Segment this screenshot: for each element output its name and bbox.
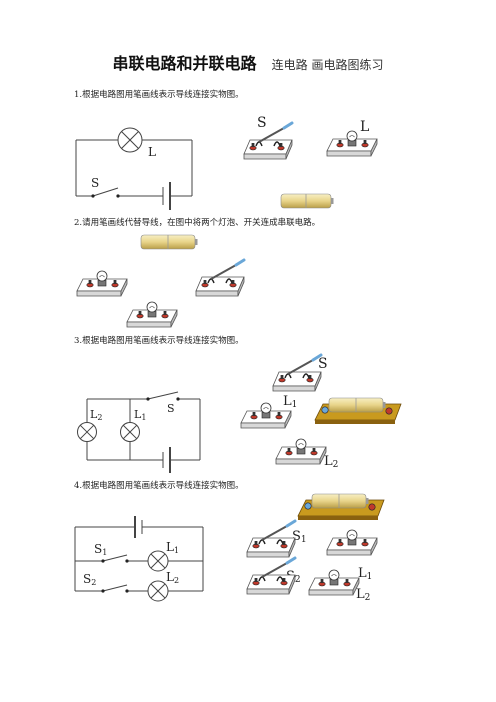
q3-battery-box	[314, 403, 402, 424]
q3-device-lamp2-sub: 2	[333, 460, 339, 470]
q1-lamp-label: L	[148, 145, 156, 159]
q3-battery-box-cells	[328, 397, 386, 413]
q4-battery-box-cells	[311, 493, 369, 509]
q3-lamp2-sub: 2	[97, 413, 102, 422]
q1-device-switch-label: S	[257, 115, 267, 131]
question-4: 4.根据电路图用笔画线表示导线连接实物图。	[74, 481, 244, 491]
q4-switch1-board	[246, 519, 297, 558]
q4-l1-sub: 1	[174, 546, 179, 555]
q4-l2-sub: 2	[174, 576, 179, 585]
q4-switch2-board	[246, 556, 297, 595]
q4-s1-label: S	[94, 542, 102, 556]
q3-lamp2-board	[275, 438, 327, 465]
q4-device-s1-sub: 1	[301, 535, 307, 545]
q4-lamp1-board	[326, 529, 378, 556]
svg-text:L1: L1	[166, 540, 179, 555]
q3-lamp1-sub: 1	[141, 413, 146, 422]
q4-s2-label: S	[83, 572, 91, 586]
q3-switch-board	[272, 353, 323, 392]
svg-text:L2: L2	[324, 454, 338, 470]
svg-text:L2: L2	[166, 570, 179, 585]
q4-device-s2-label: S	[286, 569, 295, 584]
q4-device-l2-label: L	[356, 587, 365, 602]
q4-device-l2-sub: 2	[365, 593, 371, 603]
q4-device-s1-label: S	[292, 529, 301, 544]
q4-device-l1-sub: 1	[367, 572, 373, 582]
page-title: 串联电路和并联电路 连电路 画电路图练习	[0, 50, 496, 74]
q3-switch-label: S	[167, 402, 175, 415]
q4-l1-label: L	[166, 540, 174, 554]
svg-text:S1: S1	[94, 542, 107, 557]
q4-l2-label: L	[166, 570, 174, 584]
svg-text:S2: S2	[83, 572, 96, 587]
q1-switch-board	[243, 121, 294, 160]
title-main: 串联电路和并联电路	[112, 54, 257, 73]
q1-lamp-board	[326, 130, 378, 157]
q1-device-lamp-label: L	[360, 119, 369, 135]
svg-text:L1: L1	[283, 394, 297, 410]
q3-device-lamp1-label: L	[283, 394, 292, 409]
q2-battery	[140, 234, 198, 250]
q3-lamp2-label: L	[90, 408, 98, 421]
svg-text:S2: S2	[286, 569, 301, 585]
q3-device-lamp2-label: L	[324, 454, 333, 469]
question-2: 2.请用笔画线代替导线，在图中将两个灯泡、开关连成串联电路。	[74, 218, 321, 228]
q4-s2-sub: 2	[91, 578, 96, 587]
q1-battery	[280, 193, 334, 209]
q4-lamp2-board	[308, 569, 360, 596]
q1-switch-label: S	[91, 176, 99, 190]
q3-lamp1-label: L	[134, 408, 142, 421]
q2-lamp-board-bottom	[126, 301, 178, 328]
svg-text:L2: L2	[356, 587, 370, 603]
svg-text:L2: L2	[90, 408, 102, 422]
q4-device-l1-label: L	[358, 566, 367, 581]
svg-text:L1: L1	[358, 566, 372, 582]
q3-device-lamp1-sub: 1	[292, 400, 298, 410]
q2-lamp-board-left	[76, 270, 128, 297]
q4-s1-sub: 1	[102, 548, 107, 557]
question-1: 1.根据电路图用笔画线表示导线连接实物图。	[74, 90, 244, 100]
svg-text:S1: S1	[292, 529, 307, 545]
title-subtitle: 连电路 画电路图练习	[271, 58, 384, 72]
q3-device-switch-label: S	[318, 356, 328, 372]
q2-switch-board	[195, 258, 246, 297]
q4-device-s2-sub: 2	[295, 575, 301, 585]
question-3: 3.根据电路图用笔画线表示导线连接实物图。	[74, 336, 244, 346]
svg-text:L1: L1	[134, 408, 146, 422]
q4-battery-box	[297, 499, 385, 520]
q3-lamp1-board	[240, 402, 292, 429]
